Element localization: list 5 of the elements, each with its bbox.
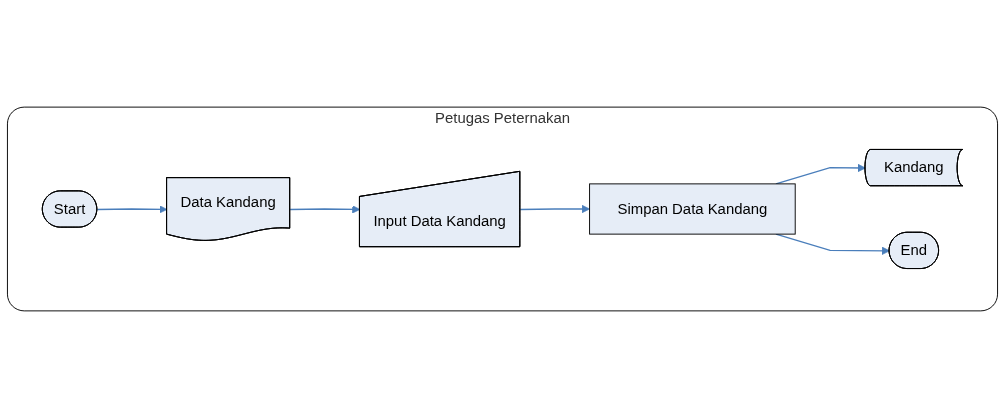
arrow bbox=[96, 204, 168, 213]
arrow bbox=[289, 204, 361, 213]
arrow bbox=[519, 204, 590, 213]
node-box: Simpan Data Kandang bbox=[589, 182, 796, 235]
arrow bbox=[775, 232, 890, 255]
